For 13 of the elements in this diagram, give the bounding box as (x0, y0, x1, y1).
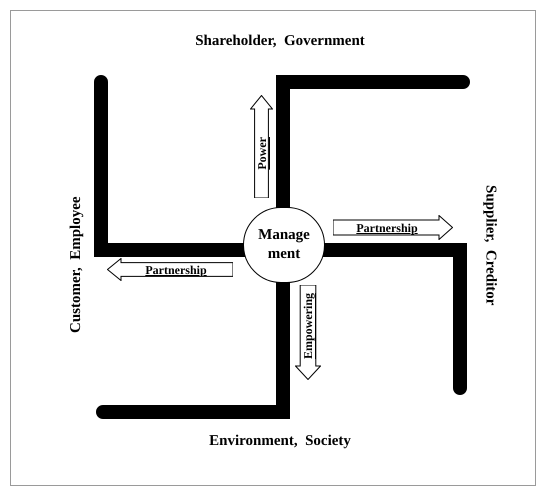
stakeholder-label: Supplier, Creditor (478, 150, 502, 340)
block-arrow (250, 95, 273, 198)
block-arrow (333, 215, 453, 240)
arrow-label: Partnership (356, 220, 418, 234)
stakeholder-label: Environment, Society (170, 430, 390, 452)
stakeholder-label: Shareholder, Government (160, 30, 400, 52)
arrow-label: Empowering (301, 292, 315, 358)
node-label: Manage ment (257, 226, 311, 264)
block-arrow (107, 258, 233, 281)
stakeholder-label: Customer, Employee (64, 160, 88, 370)
arrow-label: Power (254, 137, 268, 170)
block-arrow (295, 285, 321, 380)
arrow-label: Partnership (145, 262, 207, 276)
